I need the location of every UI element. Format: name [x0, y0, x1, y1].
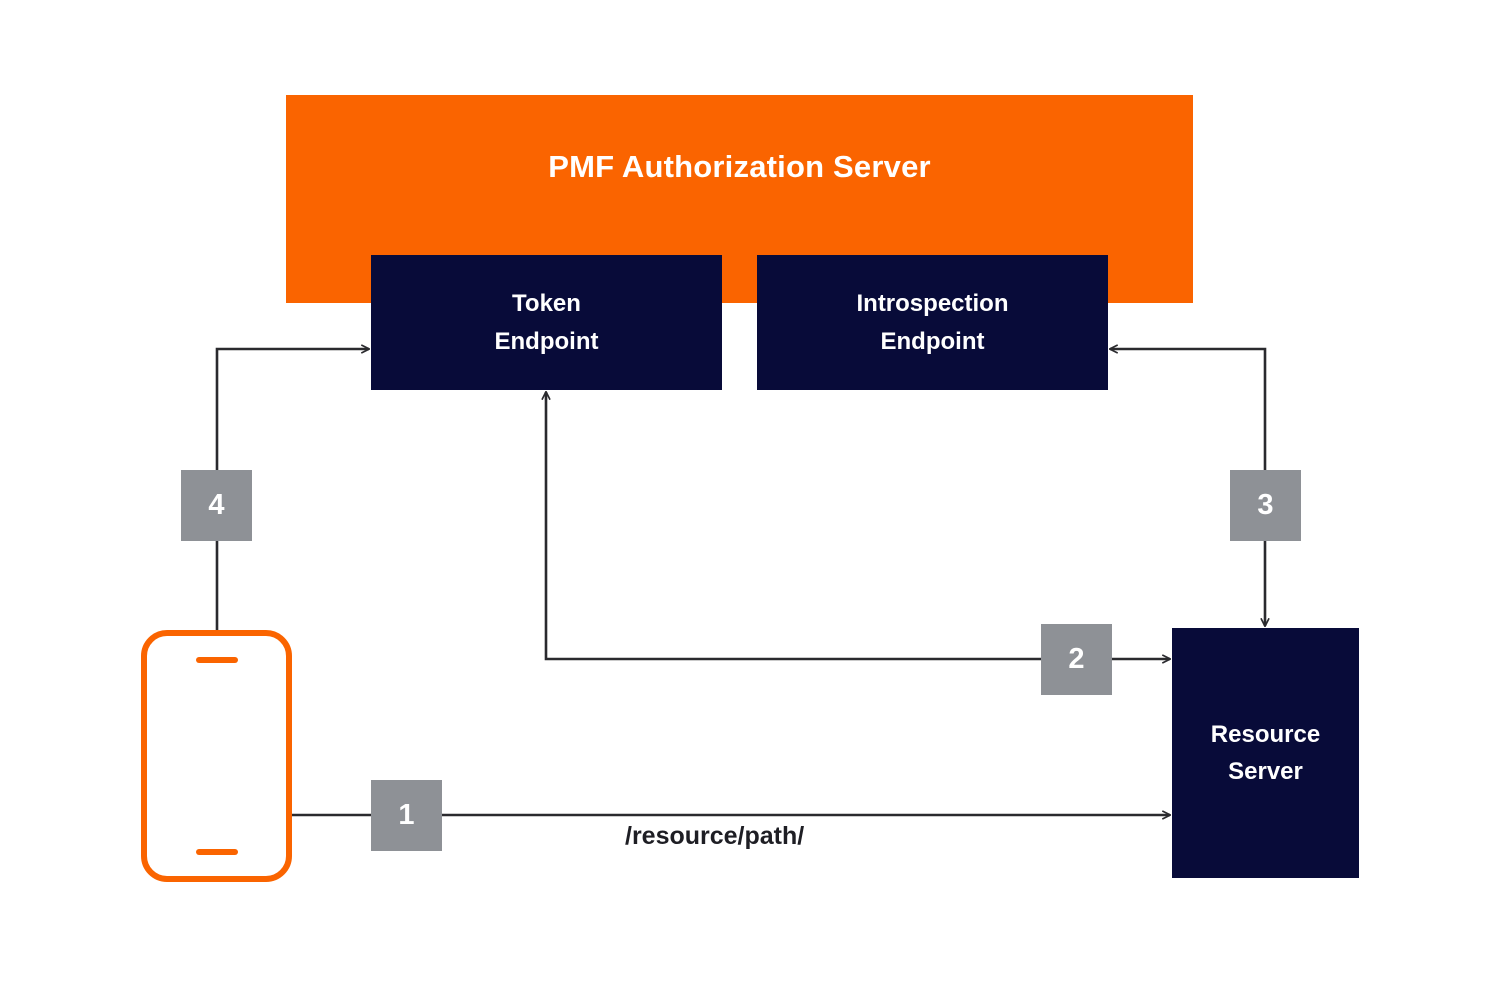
node-resource-server[interactable]: Resource Server — [1172, 628, 1359, 878]
step-badge-3: 3 — [1230, 470, 1301, 541]
mobile-phone-icon[interactable] — [141, 630, 292, 882]
step-badge-4: 4 — [181, 470, 252, 541]
connector-step-2 — [546, 392, 1170, 659]
resource-server-label: Resource Server — [1211, 716, 1320, 790]
introspection-endpoint-label-line1: Introspection — [856, 290, 1009, 318]
introspection-endpoint-label: Introspection Endpoint — [856, 285, 1008, 359]
token-endpoint-label-line1: Token — [512, 290, 581, 318]
resource-server-label-line2: Server — [1228, 758, 1303, 785]
resource-path-label: /resource/path/ — [625, 822, 805, 850]
step-badge-1: 1 — [371, 780, 442, 851]
introspection-endpoint-label-line2: Endpoint — [880, 327, 985, 355]
token-endpoint-label-line2: Endpoint — [494, 327, 599, 355]
phone-speaker-bar — [195, 657, 238, 663]
step-badge-2: 2 — [1041, 624, 1112, 695]
resource-server-label-line1: Resource — [1210, 720, 1321, 748]
token-endpoint-label: Token Endpoint — [495, 285, 599, 359]
phone-home-bar — [195, 849, 238, 855]
node-token-endpoint[interactable]: Token Endpoint — [371, 255, 722, 390]
node-introspection-endpoint[interactable]: Introspection Endpoint — [757, 255, 1108, 390]
auth-server-title: PMF Authorization Server — [548, 149, 931, 184]
